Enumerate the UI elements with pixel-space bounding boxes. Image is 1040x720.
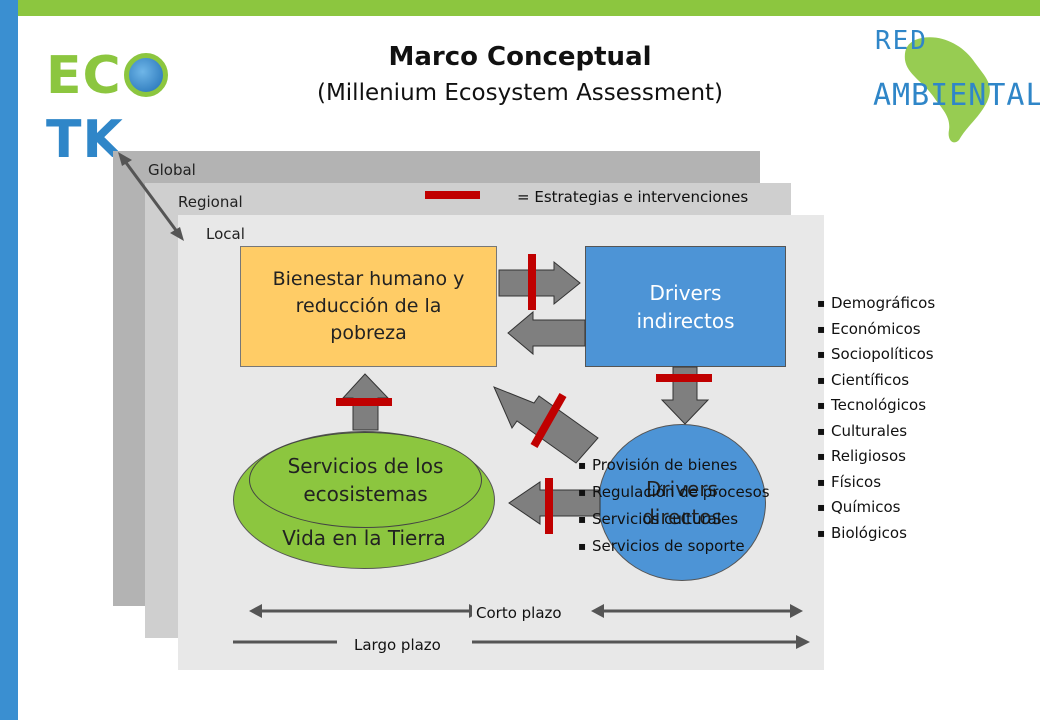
long-term-label: Largo plazo (350, 636, 445, 654)
list-item: Tecnológicos (817, 393, 967, 419)
node-drivers-indirectos-label: Drivers indirectos (636, 280, 735, 333)
ecotk-logo: ECTK (46, 44, 221, 170)
south-america-map-icon (904, 37, 990, 143)
left-accent-bar (0, 0, 18, 720)
list-item: Científicos (817, 368, 967, 394)
short-term-label: Corto plazo (472, 604, 566, 622)
red-ambiental-logo-line1: RED (875, 26, 928, 56)
layer-label-local: Local (206, 225, 245, 243)
red-ambiental-logo: RED AMBIENTAL (855, 22, 1040, 147)
red-ambiental-logo-line2: AMBIENTAL (873, 78, 1040, 113)
top-accent-bar (0, 0, 1040, 16)
list-item: Sociopolíticos (817, 342, 967, 368)
list-item: Demográficos (817, 291, 967, 317)
list-item: Religiosos (817, 444, 967, 470)
legend-text: = Estrategias e intervenciones (517, 188, 749, 206)
list-item: Servicios culturales (578, 506, 808, 533)
node-servicios: Servicios de los ecosistemas (249, 432, 482, 528)
node-drivers-indirectos: Drivers indirectos (585, 246, 786, 367)
list-item: Físicos (817, 470, 967, 496)
list-item: Químicos (817, 495, 967, 521)
list-item: Económicos (817, 317, 967, 343)
page-subtitle: (Millenium Ecosystem Assessment) (316, 80, 724, 106)
ecotk-logo-tk: TK (46, 110, 124, 170)
list-item: Servicios de soporte (578, 533, 808, 560)
page-title: Marco Conceptual (388, 42, 652, 72)
list-item: Biológicos (817, 521, 967, 547)
ecotk-logo-ec: EC (46, 46, 122, 106)
list-item: Culturales (817, 419, 967, 445)
node-vida-label: Vida en la Tierra (282, 526, 446, 550)
layer-label-regional: Regional (178, 193, 243, 211)
list-item: Regulación de procesos (578, 479, 808, 506)
servicios-list: Provisión de bienes Regulación de proces… (578, 452, 808, 560)
list-item: Provisión de bienes (578, 452, 808, 479)
globe-icon (123, 53, 168, 97)
node-servicios-label: Servicios de los ecosistemas (287, 454, 444, 506)
drivers-list: Demográficos Económicos Sociopolíticos C… (817, 291, 967, 546)
node-bienestar: Bienestar humano y reducción de la pobre… (240, 246, 497, 367)
node-bienestar-label: Bienestar humano y reducción de la pobre… (272, 268, 465, 344)
layer-label-global: Global (148, 161, 196, 179)
